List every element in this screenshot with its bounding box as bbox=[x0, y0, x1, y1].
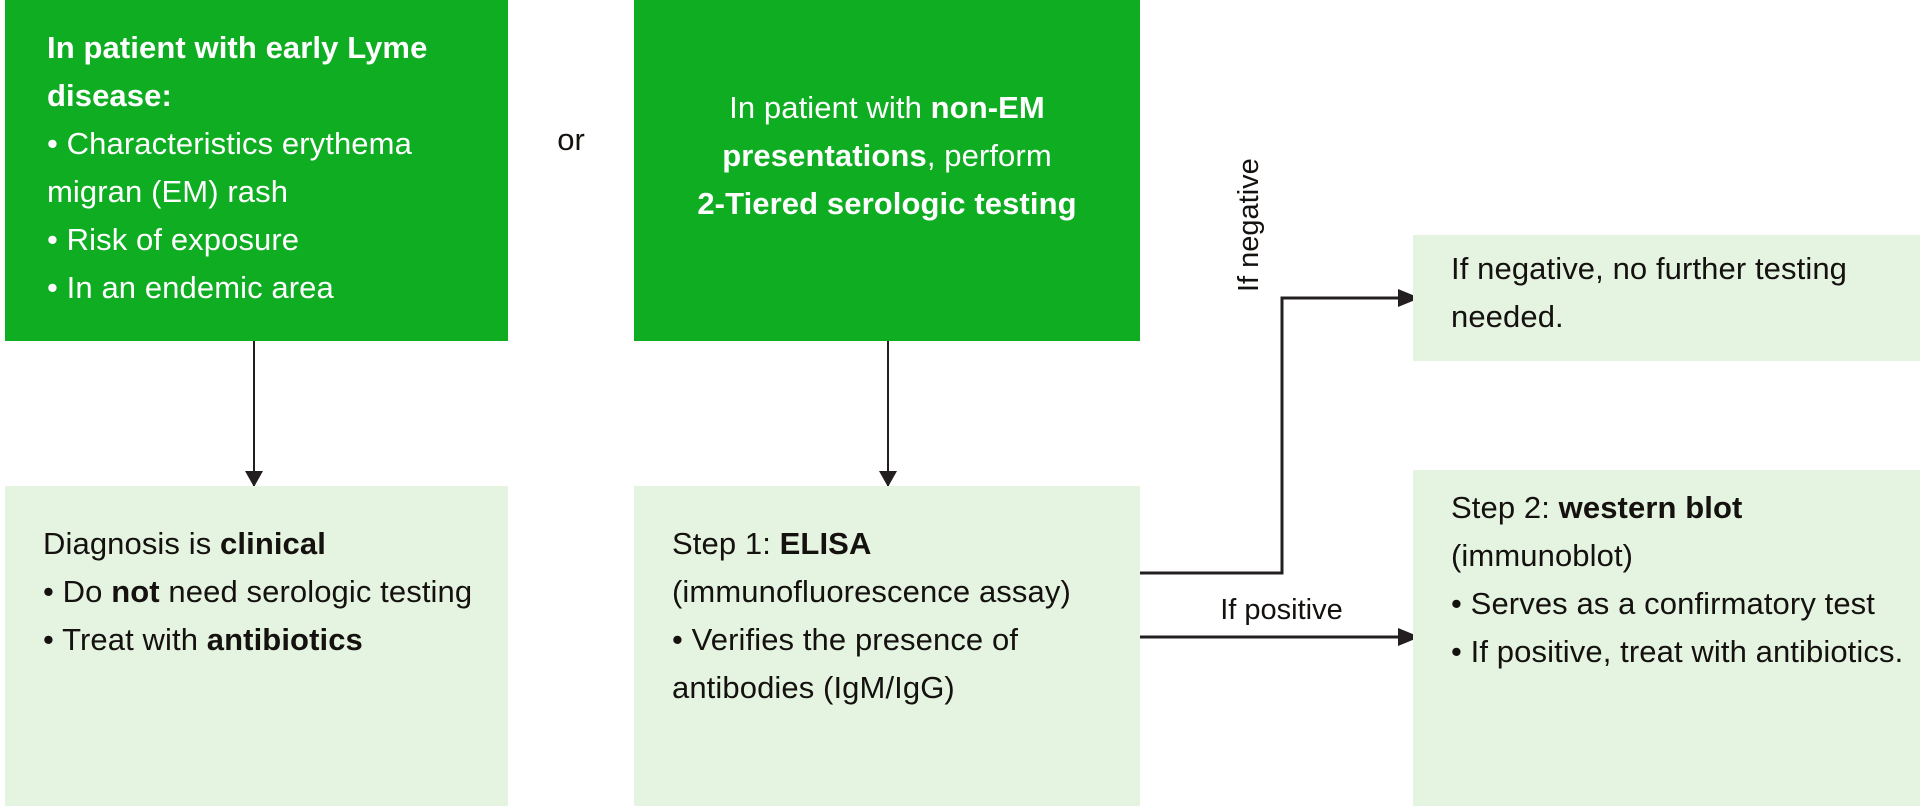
diagnosis-heading-plain: Diagnosis is bbox=[43, 526, 221, 561]
box-step2-western-blot: Step 2: western blot (immunoblot) • Serv… bbox=[1413, 470, 1920, 806]
bullet-glyph: • bbox=[1451, 586, 1462, 621]
label-if-positive: If positive bbox=[1220, 594, 1343, 626]
bullet-glyph: • bbox=[47, 270, 58, 305]
early-lyme-bullet-1-text: Characteristics erythema migran (EM) ras… bbox=[47, 126, 412, 209]
non-em-line-2-bold: presentations bbox=[722, 138, 927, 173]
negative-result-text: If negative, no further testing needed. bbox=[1451, 251, 1848, 334]
or-connector-label: or bbox=[557, 122, 585, 157]
box-non-em-content: In patient with non-EM presentations, pe… bbox=[664, 84, 1110, 228]
diagnosis-bullet-1-pre: Do bbox=[62, 574, 112, 609]
early-lyme-bullet-2-text: Risk of exposure bbox=[66, 222, 300, 257]
bullet-glyph: • bbox=[47, 126, 58, 161]
step1-heading-bold: ELISA bbox=[779, 526, 872, 561]
step2-heading: Step 2: western blot bbox=[1451, 484, 1906, 532]
box-clinical-diagnosis: Diagnosis is clinical • Do not need sero… bbox=[5, 486, 508, 806]
step2-bullet-1: • Serves as a confirmatory test bbox=[1451, 580, 1906, 628]
box-non-em-presentations: In patient with non-EM presentations, pe… bbox=[634, 0, 1140, 341]
diagnosis-bullet-1-post: need serologic testing bbox=[159, 574, 473, 609]
early-lyme-bullet-1: • Characteristics erythema migran (EM) r… bbox=[47, 120, 492, 216]
bullet-glyph: • bbox=[1451, 634, 1462, 669]
box-step1-elisa: Step 1: ELISA (immunofluorescence assay)… bbox=[634, 486, 1140, 806]
box-clinical-diagnosis-content: Diagnosis is clinical • Do not need sero… bbox=[43, 520, 492, 664]
step2-bullet-1-text: Serves as a confirmatory test bbox=[1470, 586, 1875, 621]
diagnosis-bullet-2: • Treat with antibiotics bbox=[43, 616, 492, 664]
connector-negative-svg bbox=[1140, 289, 1420, 575]
connector-negative-path bbox=[1140, 296, 1402, 575]
connector-elisa-to-negative-result bbox=[1140, 288, 1423, 575]
diagnosis-bullet-2-pre: Treat with bbox=[62, 622, 207, 657]
bullet-glyph: • bbox=[43, 574, 54, 609]
box-early-lyme-content: In patient with early Lyme disease: • Ch… bbox=[47, 24, 492, 312]
non-em-line-1-plain: In patient with bbox=[729, 90, 931, 125]
step2-heading-plain: Step 2: bbox=[1451, 490, 1559, 525]
non-em-line-3: 2-Tiered serologic testing bbox=[664, 180, 1110, 228]
step2-subtitle: (immunoblot) bbox=[1451, 538, 1634, 573]
non-em-line-1: In patient with non-EM bbox=[664, 84, 1110, 132]
early-lyme-heading: In patient with early Lyme disease: bbox=[47, 30, 428, 113]
step1-bullet-1: • Verifies the presence of antibodies (I… bbox=[672, 616, 1126, 712]
early-lyme-bullet-3: • In an endemic area bbox=[47, 264, 492, 312]
box-early-lyme-disease: In patient with early Lyme disease: • Ch… bbox=[5, 0, 508, 341]
box-step2-content: Step 2: western blot (immunoblot) • Serv… bbox=[1451, 484, 1906, 676]
non-em-line-2-plain: , perform bbox=[926, 138, 1052, 173]
box-negative-result-content: If negative, no further testing needed. bbox=[1451, 245, 1906, 341]
box-negative-result: If negative, no further testing needed. bbox=[1413, 235, 1920, 361]
diagnosis-bullet-1-bold: not bbox=[111, 574, 160, 609]
bullet-glyph: • bbox=[43, 622, 54, 657]
bullet-glyph: • bbox=[47, 222, 58, 257]
box-step1-content: Step 1: ELISA (immunofluorescence assay)… bbox=[672, 520, 1126, 712]
diagnosis-heading: Diagnosis is clinical bbox=[43, 520, 492, 568]
arrow-early-lyme-to-diagnosis bbox=[253, 341, 255, 486]
bullet-glyph: • bbox=[672, 622, 683, 657]
diagnosis-bullet-2-bold: antibiotics bbox=[206, 622, 363, 657]
connector-positive-svg bbox=[1140, 628, 1420, 646]
step1-heading-plain: Step 1: bbox=[672, 526, 780, 561]
non-em-line-1-bold: non-EM bbox=[930, 90, 1045, 125]
non-em-line-2: presentations, perform bbox=[664, 132, 1110, 180]
step1-subtitle: (immunofluorescence assay) bbox=[672, 574, 1071, 609]
early-lyme-bullet-3-text: In an endemic area bbox=[66, 270, 334, 305]
step1-heading: Step 1: ELISA bbox=[672, 520, 1126, 568]
label-if-negative: If negative bbox=[1233, 158, 1265, 292]
step2-heading-bold: western blot bbox=[1558, 490, 1743, 525]
non-em-line-3-bold: 2-Tiered serologic testing bbox=[697, 186, 1077, 221]
diagnosis-bullet-1: • Do not need serologic testing bbox=[43, 568, 492, 616]
connector-elisa-to-step2 bbox=[1140, 625, 1423, 649]
arrow-non-em-to-step1 bbox=[887, 341, 889, 486]
step1-bullet-1-text: Verifies the presence of antibodies (IgM… bbox=[672, 622, 1019, 705]
step2-bullet-2: • If positive, treat with antibiotics. bbox=[1451, 628, 1906, 676]
step2-bullet-2-text: If positive, treat with antibiotics. bbox=[1470, 634, 1904, 669]
early-lyme-bullet-2: • Risk of exposure bbox=[47, 216, 492, 264]
diagnosis-heading-bold: clinical bbox=[220, 526, 326, 561]
